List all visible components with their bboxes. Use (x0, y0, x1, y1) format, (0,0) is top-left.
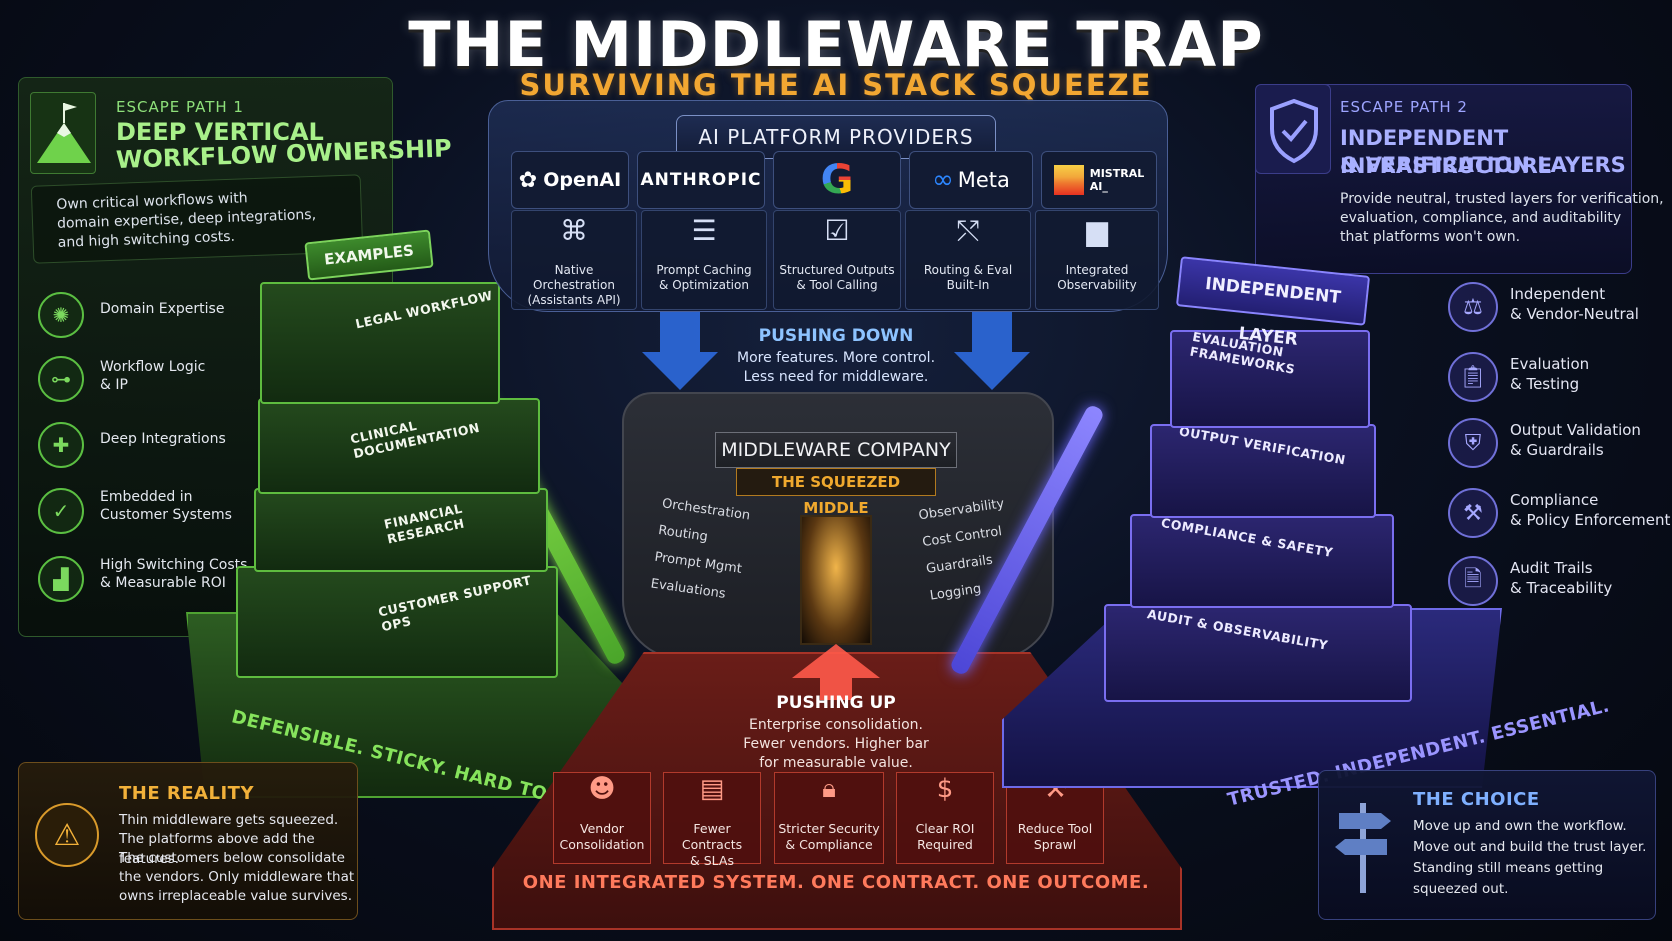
flowchart-icon: ⊶ (38, 356, 84, 402)
escape-2-body-3: that platforms won't own. (1340, 229, 1521, 245)
reality-title: THE REALITY (119, 783, 254, 804)
checklist-icon: ☑ (824, 214, 850, 247)
provider-feature-caching: ☰ Prompt Caching& Optimization (641, 210, 767, 310)
escape-2-body-1: Provide neutral, trusted layers for veri… (1340, 191, 1664, 207)
feature-output-validation: ⛨ Output Validation & Guardrails (1448, 418, 1641, 468)
feature-workflow-logic: ⊶ Workflow Logic & IP (38, 356, 205, 402)
reality-panel: ⚠ THE REALITY Thin middleware gets squee… (18, 762, 358, 920)
routing-icon: ⤲ (956, 214, 980, 247)
google-icon: G (820, 157, 854, 203)
stack-audit-observability: AUDIT & OBSERVABILITY (1104, 604, 1412, 702)
provider-feature-structured: ☑ Structured Outputs& Tool Calling (773, 210, 901, 310)
stack-customer-support: CUSTOMER SUPPORT OPS (236, 566, 558, 678)
feature-independent: ⚖ Independent & Vendor-Neutral (1448, 282, 1639, 332)
bar-chart-icon: ▆ (1086, 214, 1108, 247)
logo-meta: ∞Meta (909, 151, 1033, 209)
shield-check-icon (1255, 84, 1331, 174)
mountain-flag-icon (30, 92, 96, 174)
choice-title: THE CHOICE (1413, 789, 1540, 810)
push-down-arrow-right (952, 312, 1032, 396)
network-icon: ⌘ (560, 214, 588, 247)
push-up-arrow (790, 644, 882, 704)
provider-feature-orchestration: ⌘ Native Orchestration(Assistants API) (511, 210, 637, 310)
feature-evaluation: 📋︎ Evaluation & Testing (1448, 352, 1589, 402)
push-up-title: PUSHING UP (776, 693, 896, 713)
tile-fewer-contracts: ▤ Fewer Contracts& SLAs (663, 772, 761, 868)
document-icon: 🗎 (1448, 556, 1498, 606)
logo-google: G (773, 151, 901, 209)
middleware-subtitle: THE SQUEEZED MIDDLE (736, 468, 936, 517)
page-subtitle: SURVIVING THE AI STACK SQUEEZE (519, 68, 1153, 102)
gavel-icon: ⚒ (1448, 488, 1498, 538)
escape-2-tag: ESCAPE PATH 2 (1340, 98, 1468, 116)
tile-security: 🔒︎ Stricter Security& Compliance (774, 772, 884, 864)
page-title: THE MIDDLEWARE TRAP (408, 8, 1264, 81)
push-up-footer: ONE INTEGRATED SYSTEM. ONE CONTRACT. ONE… (522, 872, 1150, 893)
push-down-arrow-left (640, 312, 720, 396)
openai-icon: ✿ (518, 167, 538, 193)
feature-embedded: ✓ Embedded in Customer Systems (38, 488, 232, 534)
push-down-line1: More features. More control. (736, 350, 936, 366)
push-up-line2: Fewer vendors. Higher bar (743, 736, 929, 752)
push-down-title: PUSHING DOWN (758, 326, 914, 346)
database-icon: ☰ (691, 214, 717, 247)
brain-icon: ✺ (38, 292, 84, 338)
stack-compliance-safety: COMPLIANCE & SAFETY (1130, 514, 1394, 608)
feature-switching-costs: ▟ High Switching Costs & Measurable ROI (38, 556, 247, 602)
clipboard-icon: 📋︎ (1448, 352, 1498, 402)
warning-icon: ⚠ (35, 803, 99, 867)
logo-anthropic: ANTHROPIC (637, 151, 765, 209)
shield-icon: ⛨ (1448, 418, 1498, 468)
escape-2-title-line2: & VERIFICATION LAYERS (1340, 153, 1626, 177)
stack-clinical-documentation: CLINICAL DOCUMENTATION (258, 398, 540, 494)
push-up-line3: for measurable value. (759, 755, 913, 771)
signpost-icon (1331, 795, 1395, 895)
middleware-title: MIDDLEWARE COMPANY (715, 432, 957, 468)
push-down-line2: Less need for middleware. (743, 369, 929, 385)
mistral-icon (1053, 165, 1084, 195)
people-icon: ☻ (588, 774, 616, 804)
shield-check-icon: ✓ (38, 488, 84, 534)
logo-openai: ✿OpenAI (511, 151, 629, 209)
feature-deep-integrations: ✚ Deep Integrations (38, 422, 226, 468)
stack-evaluation-frameworks: EVALUATION FRAMEWORKS (1170, 329, 1370, 428)
lock-icon: 🔒︎ (822, 774, 836, 804)
contract-icon: ▤ (699, 774, 725, 804)
puzzle-icon: ✚ (38, 422, 84, 468)
dollar-icon: $ (936, 774, 954, 804)
escape-1-title-line1: DEEP VERTICAL (116, 118, 324, 146)
stack-legal-workflow: LEGAL WORKFLOW (260, 282, 500, 404)
feature-audit-trails: 🗎 Audit Trails & Traceability (1448, 556, 1612, 606)
squeezed-door (800, 515, 872, 645)
escape-1-tag: ESCAPE PATH 1 (116, 98, 244, 116)
push-up-line1: Enterprise consolidation. (749, 717, 923, 733)
stack-financial-research: FINANCIAL RESEARCH (254, 488, 548, 572)
escape-2-title-line1: INDEPENDENT INFRASTRUCTURE (1340, 126, 1553, 178)
stack-output-verification: OUTPUT VERIFICATION (1150, 423, 1376, 518)
meta-icon: ∞ (932, 165, 954, 195)
escape-2-body-2: evaluation, compliance, and auditability (1340, 210, 1622, 226)
choice-panel: THE CHOICE Move up and own the workflow.… (1318, 770, 1656, 920)
feature-compliance: ⚒ Compliance & Policy Enforcement (1448, 488, 1670, 538)
scales-icon: ⚖ (1448, 282, 1498, 332)
feature-domain-expertise: ✺ Domain Expertise (38, 292, 224, 338)
growth-chart-icon: ▟ (38, 556, 84, 602)
